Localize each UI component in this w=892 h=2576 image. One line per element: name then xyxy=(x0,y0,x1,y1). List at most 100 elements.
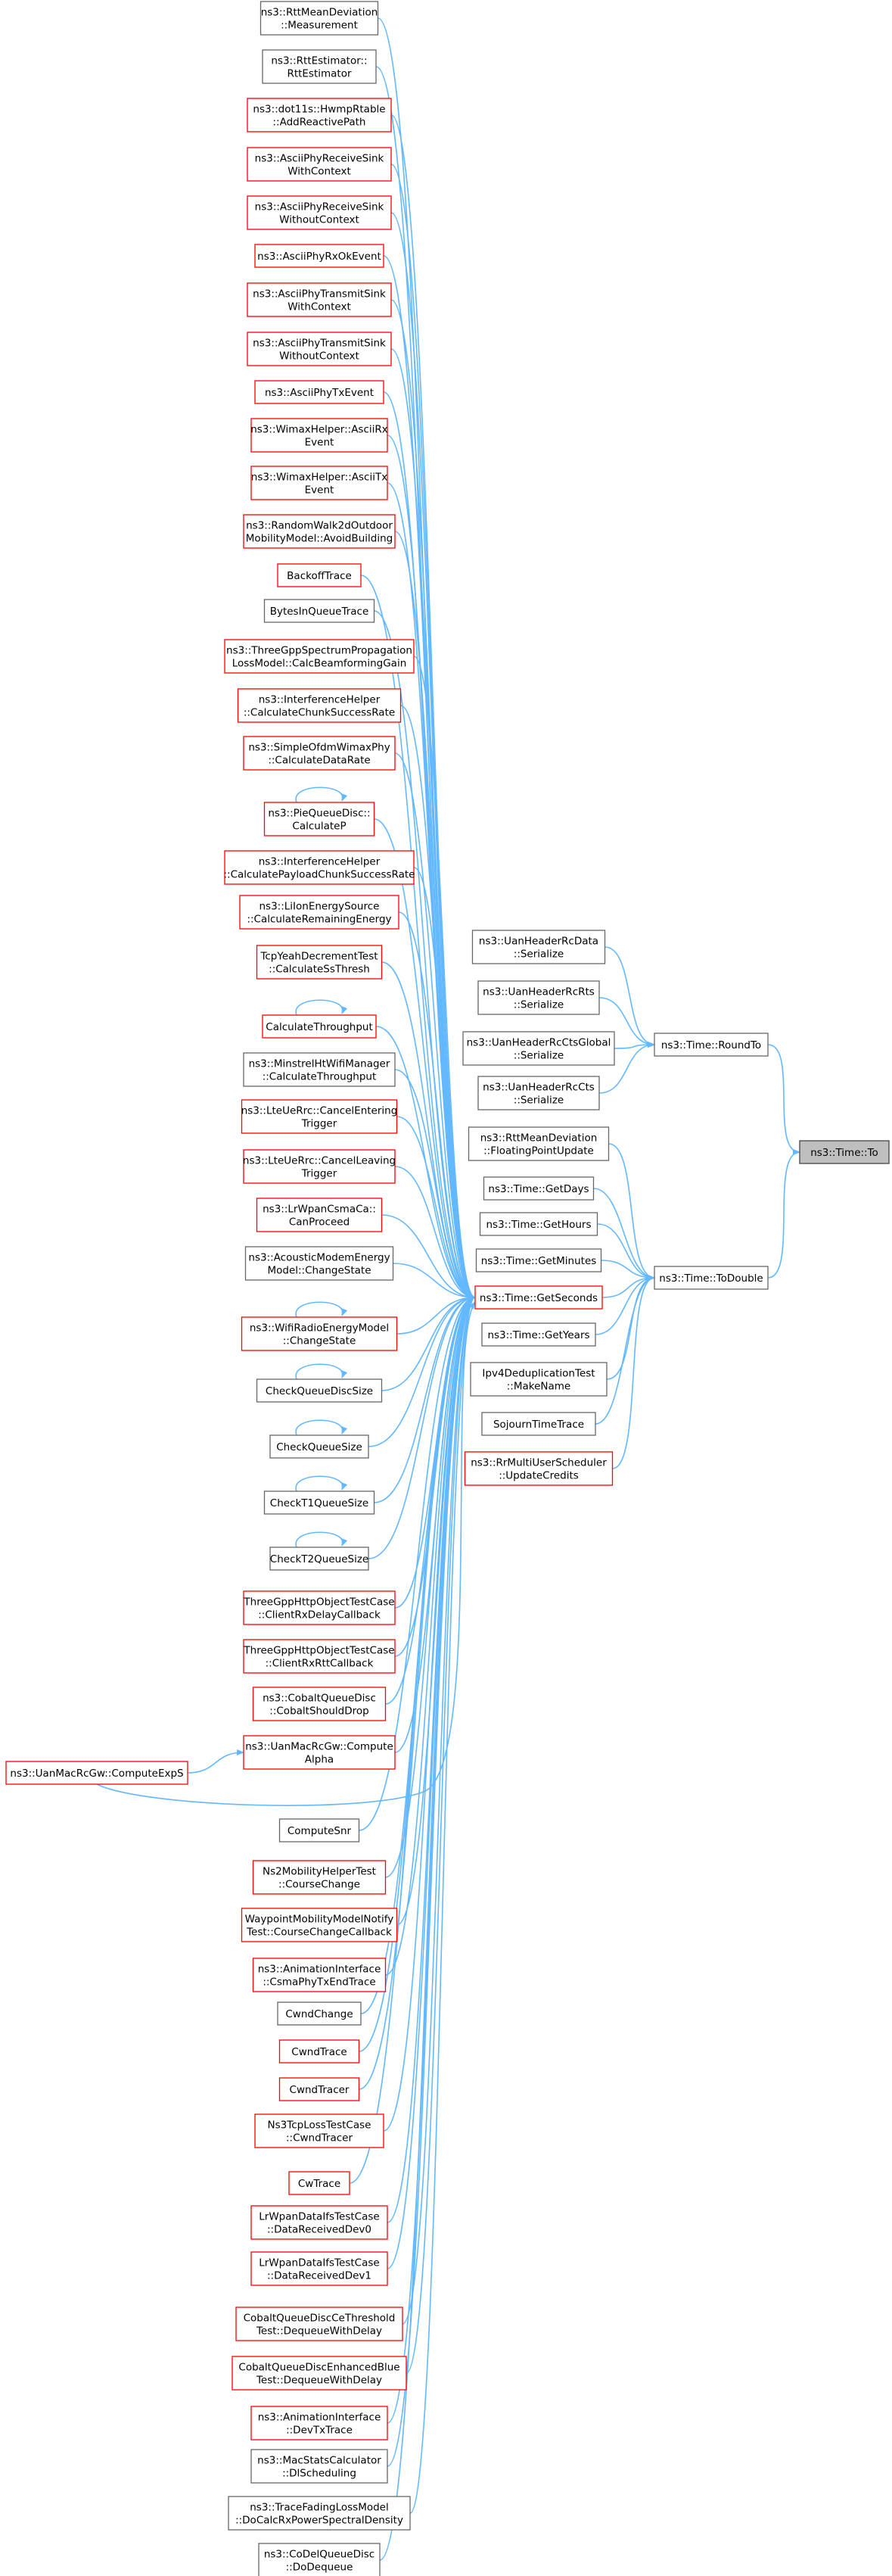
self-loop-c22 xyxy=(295,999,348,1016)
graph-node-c35[interactable]: ns3::CobaltQueueDisc::CobaltShouldDrop xyxy=(252,1687,387,1721)
node-label: ns3::Time::ToDouble xyxy=(659,1272,763,1285)
graph-node-c31[interactable]: CheckT1QueueSize xyxy=(263,1490,375,1515)
graph-node-c01[interactable]: ns3::RttMeanDeviation::Measurement xyxy=(260,1,379,36)
graph-node-getyears[interactable]: ns3::Time::GetYears xyxy=(481,1322,596,1347)
graph-node-c13[interactable]: BackoffTrace xyxy=(277,563,362,587)
graph-node-c46[interactable]: CwTrace xyxy=(288,2171,350,2195)
node-box xyxy=(250,2251,388,2286)
graph-node-getdays[interactable]: ns3::Time::GetDays xyxy=(483,1176,595,1201)
graph-node-c41[interactable]: ns3::AnimationInterface::CsmaPhyTxEndTra… xyxy=(252,1958,387,1992)
graph-node-to[interactable]: ns3::Time::To xyxy=(799,1140,890,1164)
graph-node-rttfloating[interactable]: ns3::RttMeanDeviation::FloatingPointUpda… xyxy=(468,1126,610,1161)
node-box xyxy=(481,1412,596,1436)
graph-node-c53[interactable]: ns3::TraceFadingLossModel::DoCalcRxPower… xyxy=(228,2496,411,2531)
node-label: ns3::Time::GetHours xyxy=(486,1219,591,1231)
graph-node-c02[interactable]: ns3::RttEstimator::RttEstimator xyxy=(262,49,377,84)
graph-node-c23[interactable]: ns3::MinstrelHtWifiManager::CalculateThr… xyxy=(243,1052,396,1087)
graph-node-c29[interactable]: CheckQueueDiscSize xyxy=(256,1378,383,1403)
graph-node-c28[interactable]: ns3::WifiRadioEnergyModel::ChangeState xyxy=(241,1316,398,1351)
edge-c54-to-getseconds xyxy=(379,1294,476,2561)
edge-getdays-to-todouble xyxy=(593,1188,655,1281)
graph-node-gethours[interactable]: ns3::Time::GetHours xyxy=(479,1212,598,1236)
graph-node-rrmulti[interactable]: ns3::RrMultiUserScheduler::UpdateCredits xyxy=(464,1451,614,1486)
node-box xyxy=(250,418,388,453)
node-box xyxy=(224,639,415,674)
node-box xyxy=(475,1248,602,1272)
graph-node-roundto[interactable]: ns3::Time::RoundTo xyxy=(654,1033,769,1057)
graph-node-uanrcrts[interactable]: ns3::UanHeaderRcRts::Serialize xyxy=(477,980,600,1015)
graph-node-uanrcdata[interactable]: ns3::UanHeaderRcData::Serialize xyxy=(471,930,606,964)
graph-node-uanrccts[interactable]: ns3::UanHeaderRcCts::Serialize xyxy=(477,1076,600,1110)
graph-node-getseconds[interactable]: ns3::Time::GetSeconds xyxy=(474,1285,603,1310)
graph-node-c09[interactable]: ns3::AsciiPhyTxEvent xyxy=(254,380,384,404)
node-box xyxy=(654,1033,769,1057)
edge-c39-to-getseconds xyxy=(385,1294,476,1878)
graph-node-c18[interactable]: ns3::PieQueueDisc::CalculateP xyxy=(263,802,375,836)
node-label: ns3::UanMacRcGw::Compute xyxy=(245,1741,393,1753)
graph-node-c39[interactable]: Ns2MobilityHelperTest::CourseChange xyxy=(252,1860,387,1895)
graph-node-c34[interactable]: ThreeGppHttpObjectTestCase::ClientRxRttC… xyxy=(243,1639,396,1674)
graph-node-c52[interactable]: ns3::MacStatsCalculator::DlScheduling xyxy=(250,2449,388,2484)
node-label: ns3::MinstrelHtWifiManager xyxy=(249,1058,390,1070)
graph-node-c37[interactable]: ns3::UanMacRcGw::ComputeExpS xyxy=(5,1761,188,1785)
graph-node-c16[interactable]: ns3::InterferenceHelper::CalculateChunkS… xyxy=(237,688,402,723)
node-label: ns3::UanMacRcGw::ComputeExpS xyxy=(10,1768,183,1780)
edge-c29-to-getseconds xyxy=(381,1294,476,1391)
graph-node-c42[interactable]: CwndChange xyxy=(277,2001,362,2026)
graph-node-c30[interactable]: CheckQueueSize xyxy=(269,1434,369,1459)
node-label: Ns2MobilityHelperTest xyxy=(263,1866,376,1878)
node-label: Ns3TcpLossTestCase xyxy=(268,2120,371,2132)
node-box xyxy=(228,2496,411,2531)
graph-node-c21[interactable]: TcpYeahDecrementTest::CalculateSsThresh xyxy=(256,945,383,980)
graph-node-c12[interactable]: ns3::RandomWalk2dOutdoorMobilityModel::A… xyxy=(243,514,396,549)
graph-node-c48[interactable]: LrWpanDataIfsTestCase::DataReceivedDev1 xyxy=(250,2251,388,2286)
graph-node-c50[interactable]: CobaltQueueDiscEnhancedBlueTest::Dequeue… xyxy=(232,2356,407,2391)
graph-node-c49[interactable]: CobaltQueueDiscCeThresholdTest::DequeueW… xyxy=(235,2307,403,2341)
node-label: Alpha xyxy=(305,1754,334,1766)
graph-node-c14[interactable]: BytesInQueueTrace xyxy=(263,599,375,623)
graph-node-c19[interactable]: ns3::InterferenceHelper::CalculatePayloa… xyxy=(223,850,415,885)
node-box xyxy=(477,1076,600,1110)
node-label: ns3::RttMeanDeviation xyxy=(480,1132,598,1145)
graph-node-c43[interactable]: CwndTrace xyxy=(278,2039,360,2064)
graph-node-getminutes[interactable]: ns3::Time::GetMinutes xyxy=(475,1248,602,1272)
node-label: ns3::RttEstimator:: xyxy=(271,55,367,67)
graph-node-c51[interactable]: ns3::AnimationInterface::DevTxTrace xyxy=(250,2406,388,2441)
graph-node-c22[interactable]: CalculateThroughput xyxy=(262,1014,377,1039)
node-label: LrWpanDataIfsTestCase xyxy=(259,2211,379,2223)
graph-node-c38[interactable]: ComputeSnr xyxy=(278,1818,360,1842)
graph-node-c03[interactable]: ns3::dot11s::HwmpRtable::AddReactivePath xyxy=(247,98,392,132)
graph-node-c45[interactable]: Ns3TcpLossTestCase::CwndTracer xyxy=(254,2113,384,2148)
graph-node-c40[interactable]: WaypointMobilityModelNotifyTest::CourseC… xyxy=(241,1908,398,1942)
node-box xyxy=(654,1266,769,1290)
graph-node-sojourn[interactable]: SojournTimeTrace xyxy=(481,1412,596,1436)
graph-node-uanctsglobal[interactable]: ns3::UanHeaderRcCtsGlobal::Serialize xyxy=(462,1031,615,1066)
graph-node-c44[interactable]: CwndTracer xyxy=(278,2077,360,2101)
node-label: MobilityModel::AvoidBuilding xyxy=(246,533,393,545)
graph-node-c54[interactable]: ns3::CoDelQueueDisc::DoDequeue xyxy=(258,2543,381,2576)
graph-node-c26[interactable]: ns3::LrWpanCsmaCa::CanProceed xyxy=(256,1198,383,1232)
graph-node-c32[interactable]: CheckT2QueueSize xyxy=(269,1547,369,1571)
self-loop-c31 xyxy=(295,1475,348,1492)
graph-node-c33[interactable]: ThreeGppHttpObjectTestCase::ClientRxDela… xyxy=(243,1590,396,1625)
graph-node-c20[interactable]: ns3::LiIonEnergySource::CalculateRemaini… xyxy=(239,895,399,930)
node-label: ns3::WifiRadioEnergyModel xyxy=(250,1322,389,1335)
edge-c25-to-getseconds xyxy=(394,1166,476,1300)
graph-node-c06[interactable]: ns3::AsciiPhyRxOkEvent xyxy=(254,244,384,268)
graph-node-c15[interactable]: ns3::ThreeGppSpectrumPropagationLossMode… xyxy=(224,639,415,674)
node-label: ::ClientRxDelayCallback xyxy=(258,1609,381,1621)
graph-node-c17[interactable]: ns3::SimpleOfdmWimaxPhy::CalculateDataRa… xyxy=(243,736,396,771)
graph-node-c27[interactable]: ns3::AcousticModemEnergyModel::ChangeSta… xyxy=(244,1246,394,1281)
graph-node-c47[interactable]: LrWpanDataIfsTestCase::DataReceivedDev0 xyxy=(250,2205,388,2240)
graph-node-todouble[interactable]: ns3::Time::ToDouble xyxy=(654,1266,769,1290)
graph-node-ipv4dedup[interactable]: Ipv4DeduplicationTest::MakeName xyxy=(470,1362,608,1397)
